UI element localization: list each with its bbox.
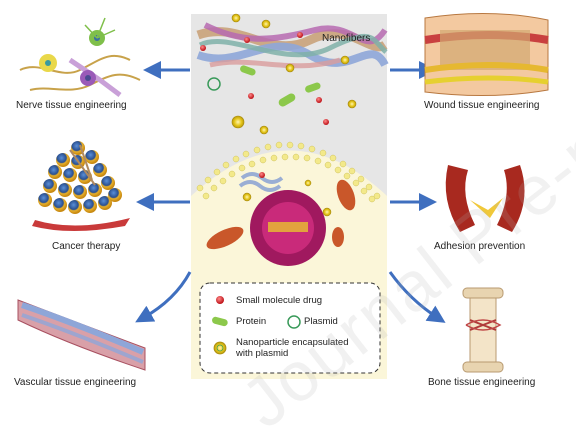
legend-protein-swatch — [212, 316, 228, 327]
legend-nanoparticle-label-2: with plasmid — [236, 348, 289, 359]
legend-box — [199, 282, 381, 374]
wound-tissue-label: Wound tissue engineering — [424, 100, 540, 111]
cell-interior — [206, 172, 356, 266]
vascular-tissue-illustration — [17, 299, 146, 371]
legend-small-molecule-label: Small molecule drug — [236, 295, 323, 306]
cell-membrane — [196, 141, 381, 203]
bone-tissue-illustration — [462, 287, 504, 373]
vascular-tissue-label: Vascular tissue engineering — [14, 377, 137, 388]
legend-plasmid-swatch — [287, 315, 301, 329]
bone-tissue-label: Bone tissue engineering — [428, 377, 536, 388]
nanofibers-label: Nanofibers — [322, 33, 371, 44]
legend-plasmid-label: Plasmid — [304, 316, 338, 327]
nerve-tissue-illustration — [19, 17, 141, 97]
free-particles — [200, 13, 357, 135]
wound-tissue-illustration — [424, 12, 549, 97]
nanofiber-application-diagram — [17, 12, 549, 379]
adhesion-prevention-illustration — [445, 165, 525, 232]
cancer-therapy-label: Cancer therapy — [52, 241, 121, 252]
nanofibers-illustration — [196, 22, 389, 69]
adhesion-prevention-label: Adhesion prevention — [434, 241, 526, 252]
legend-protein-label: Protein — [236, 316, 267, 327]
cancer-therapy-illustration — [32, 141, 130, 231]
legend-nanoparticle-label-1: Nanoparticle encapsulated — [236, 337, 349, 348]
application-arrows — [135, 61, 446, 323]
legend-nanoparticle-swatch — [213, 341, 227, 355]
legend-drug-swatch — [216, 296, 224, 304]
nerve-tissue-label: Nerve tissue engineering — [16, 100, 127, 111]
